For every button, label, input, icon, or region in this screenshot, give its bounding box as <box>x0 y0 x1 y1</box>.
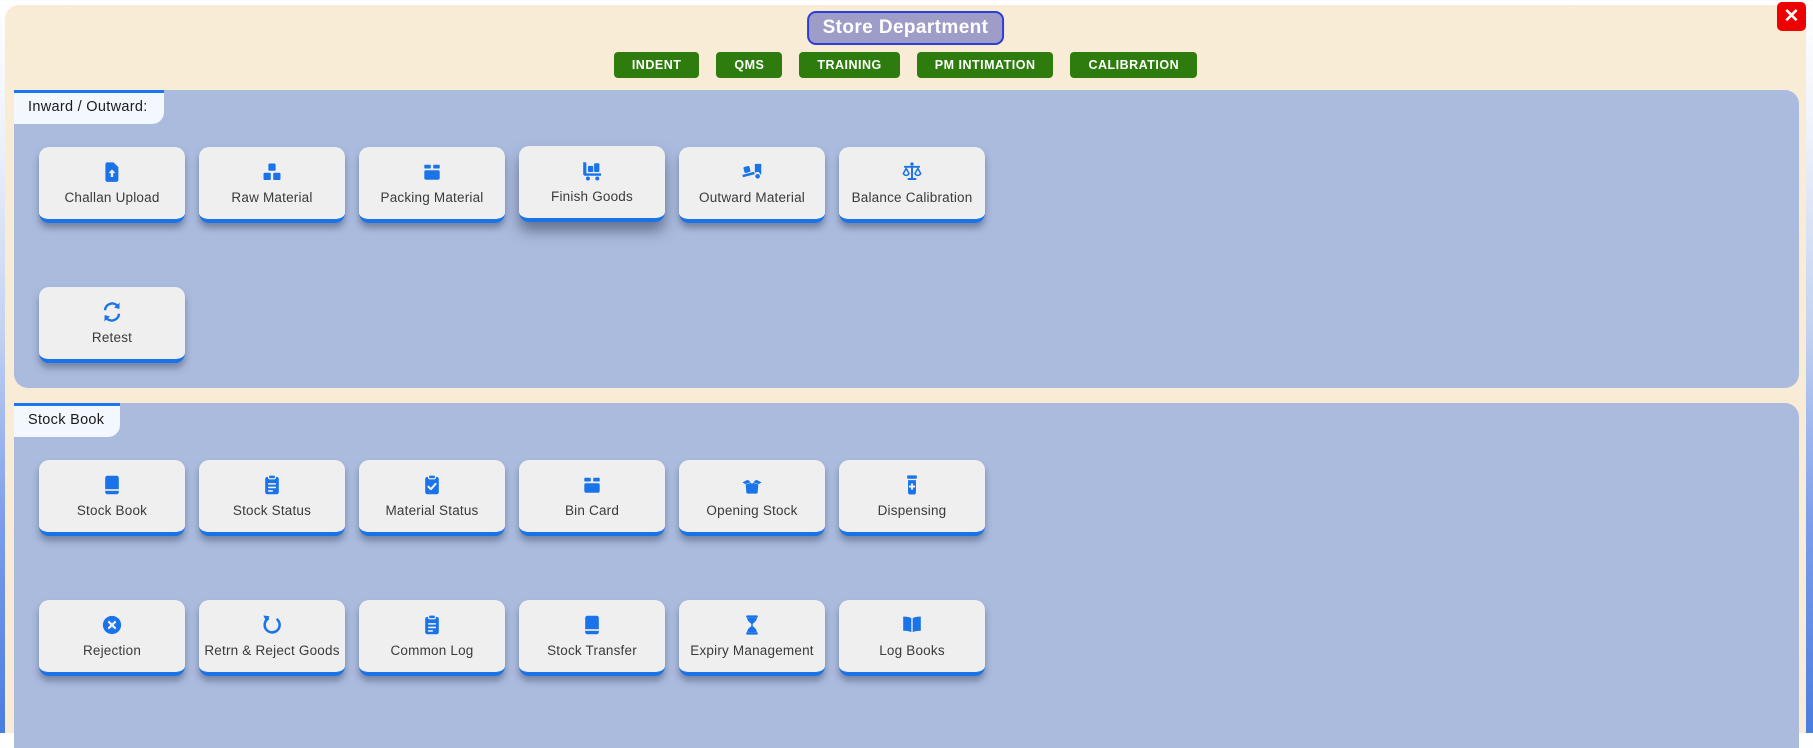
page-title: Store Department <box>806 11 1005 45</box>
card-label: Dispensing <box>877 503 947 518</box>
card-packing-material[interactable]: Packing Material <box>359 147 505 223</box>
card-raw-material[interactable]: Raw Material <box>199 147 345 223</box>
card-label: Rejection <box>82 643 142 658</box>
clipboard-list-icon <box>261 474 283 496</box>
card-label: Packing Material <box>380 190 484 205</box>
undo-icon <box>261 614 283 636</box>
box-open-icon <box>741 474 763 496</box>
card-label: Log Books <box>879 643 945 658</box>
file-upload-icon <box>101 161 123 183</box>
clipboard-list-icon <box>421 614 443 636</box>
cart-icon <box>581 160 603 182</box>
card-material-status[interactable]: Material Status <box>359 460 505 536</box>
calibration-button[interactable]: CALIBRATION <box>1070 52 1198 78</box>
indent-button[interactable]: INDENT <box>613 52 700 78</box>
cubes-icon <box>261 161 283 183</box>
inward-outward-tab-label: Inward / Outward: <box>14 90 164 124</box>
card-label: Material Status <box>385 503 479 518</box>
card-finish-goods[interactable]: Finish Goods <box>519 146 665 222</box>
medicine-bottle-icon <box>901 474 923 496</box>
truck-ramp-box-icon <box>741 161 763 183</box>
card-stock-book[interactable]: Stock Book <box>39 460 185 536</box>
card-label: Expiry Management <box>690 643 814 658</box>
book-icon <box>101 474 123 496</box>
hourglass-icon <box>741 614 763 636</box>
card-rejection[interactable]: Rejection <box>39 600 185 676</box>
card-label: Retest <box>91 330 133 345</box>
inward-outward-panel: Inward / Outward: Challan Upload Raw Mat… <box>14 90 1799 388</box>
card-bin-card[interactable]: Bin Card <box>519 460 665 536</box>
stock-book-panel: Stock Book Stock Book Stock Status Mater… <box>14 403 1799 748</box>
store-department-window: Store Department INDENT QMS TRAINING PM … <box>5 5 1806 748</box>
stock-book-tab-label: Stock Book <box>14 403 121 437</box>
card-label: Outward Material <box>699 190 805 205</box>
card-label: Challan Upload <box>64 190 160 205</box>
nav-button-row: INDENT QMS TRAINING PM INTIMATION CALIBR… <box>5 52 1806 78</box>
card-retest[interactable]: Retest <box>39 287 185 363</box>
box-icon <box>581 474 603 496</box>
card-label: Balance Calibration <box>851 190 973 205</box>
card-label: Opening Stock <box>706 503 798 518</box>
card-common-log[interactable]: Common Log <box>359 600 505 676</box>
card-expiry-management[interactable]: Expiry Management <box>679 600 825 676</box>
card-label: Raw Material <box>231 190 313 205</box>
training-button[interactable]: TRAINING <box>799 52 900 78</box>
balance-scale-icon <box>901 161 923 183</box>
card-return-reject-goods[interactable]: Retrn & Reject Goods <box>199 600 345 676</box>
close-button[interactable]: ✕ <box>1777 2 1806 31</box>
card-stock-status[interactable]: Stock Status <box>199 460 345 536</box>
card-challan-upload[interactable]: Challan Upload <box>39 147 185 223</box>
qms-button[interactable]: QMS <box>716 52 783 78</box>
card-log-books[interactable]: Log Books <box>839 600 985 676</box>
card-stock-transfer[interactable]: Stock Transfer <box>519 600 665 676</box>
card-outward-material[interactable]: Outward Material <box>679 147 825 223</box>
book-icon <box>581 614 603 636</box>
box-icon <box>421 161 443 183</box>
sync-icon <box>101 301 123 323</box>
card-label: Retrn & Reject Goods <box>204 643 340 658</box>
card-label: Stock Transfer <box>547 643 637 658</box>
card-label: Stock Book <box>76 503 148 518</box>
card-balance-calibration[interactable]: Balance Calibration <box>839 147 985 223</box>
card-label: Common Log <box>390 643 474 658</box>
open-book-icon <box>901 614 923 636</box>
close-icon: ✕ <box>1783 6 1800 27</box>
card-dispensing[interactable]: Dispensing <box>839 460 985 536</box>
card-label: Stock Status <box>232 503 312 518</box>
card-opening-stock[interactable]: Opening Stock <box>679 460 825 536</box>
circle-x-icon <box>101 614 123 636</box>
card-label: Bin Card <box>564 503 620 518</box>
clipboard-check-icon <box>421 474 443 496</box>
card-label: Finish Goods <box>551 189 633 204</box>
pm-intimation-button[interactable]: PM INTIMATION <box>916 52 1054 78</box>
